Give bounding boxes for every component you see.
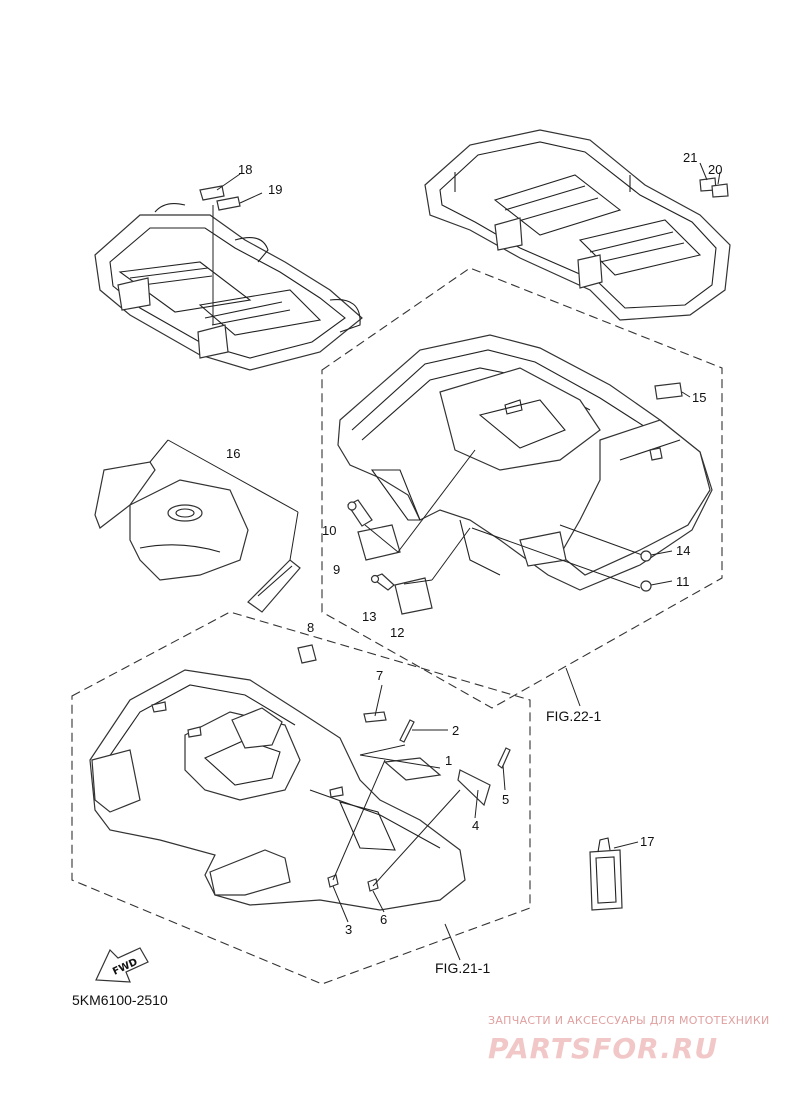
callout-16: 16 [226,446,240,461]
callout-9: 9 [333,562,340,577]
watermark-brand: PARTSFOR.RU [488,1032,718,1065]
fig-ref-22-1: FIG.22-1 [546,708,601,724]
callout-18: 18 [238,162,252,177]
callout-19: 19 [268,182,282,197]
callout-3: 3 [345,922,352,937]
callout-2: 2 [452,723,459,738]
callout-10: 10 [322,523,336,538]
callout-8: 8 [307,620,314,635]
callout-14: 14 [676,543,690,558]
fwd-arrow-icon: FWD [95,947,149,983]
callout-7: 7 [376,668,383,683]
callout-1: 1 [445,753,452,768]
parts-9-10-12-13 [347,449,646,615]
callout-20: 20 [708,162,722,177]
callout-11: 11 [676,574,690,589]
callout-21: 21 [683,150,697,165]
part-17-tag [589,837,639,911]
fig-ref-21-1: FIG.21-1 [435,960,490,976]
part-code: 5KM6100-2510 [72,992,168,1008]
callout-numbers: 1 2 3 4 5 6 7 8 9 10 11 12 13 14 15 16 1… [226,150,722,937]
watermark: ЗАПЧАСТИ И АКСЕССУАРЫ ДЛЯ МОТОТЕХНИКИ PA… [488,1014,770,1065]
label-15 [654,382,691,400]
fig-21-leader [444,923,461,961]
rear-carrier-rack [424,129,731,321]
callout-13: 13 [362,609,376,624]
callout-12: 12 [390,625,404,640]
parts-11-14 [640,550,673,592]
front-carrier-rack [94,203,363,371]
rear-fender-group [321,267,723,709]
labels-20-21 [699,162,729,198]
callout-15: 15 [692,390,706,405]
callout-17: 17 [640,834,654,849]
fig-22-leader [565,667,581,707]
tank-cover-group [94,439,301,613]
callout-5: 5 [502,792,509,807]
callout-4: 4 [472,818,479,833]
front-fender-labels-fasteners [297,644,511,923]
labels-18-19 [199,173,263,325]
front-fender-group [71,611,531,985]
callout-6: 6 [380,912,387,927]
watermark-tagline: ЗАПЧАСТИ И АКСЕССУАРЫ ДЛЯ МОТОТЕХНИКИ [488,1014,770,1027]
